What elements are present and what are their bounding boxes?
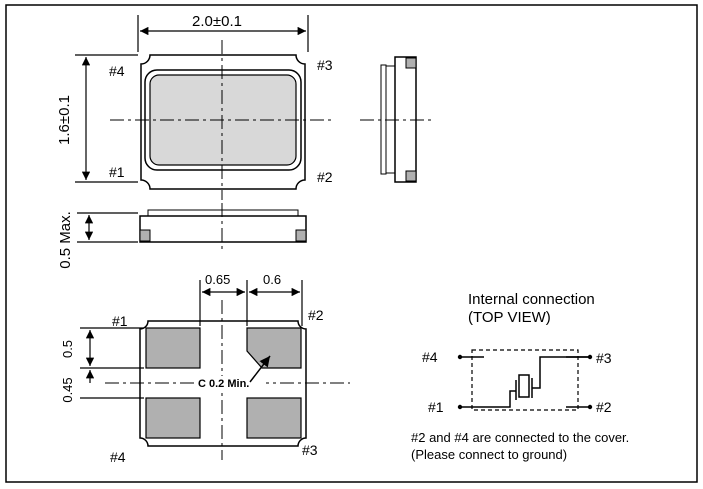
side-view-front: 0.5 Max. bbox=[57, 203, 307, 269]
ic-pin1-label: #1 bbox=[428, 399, 444, 415]
pad-height-bottom-label: 0.45 bbox=[60, 377, 75, 402]
top-view: 2.0±0.1 1.6±0.1 #4 #3 #1 #2 bbox=[56, 13, 335, 200]
crystal-lead-right bbox=[532, 356, 590, 389]
chamfer-label: C 0.2 Min. bbox=[198, 378, 249, 390]
ground-note: (Please connect to ground) bbox=[411, 447, 567, 462]
dot-pin1 bbox=[457, 404, 463, 410]
ic-pin2-label: #2 bbox=[596, 399, 612, 415]
top-pin1-label: #1 bbox=[109, 164, 125, 180]
crystal-element-icon bbox=[518, 374, 530, 398]
front-pad-right bbox=[295, 229, 307, 242]
front-body bbox=[139, 215, 307, 243]
pitch-left-label: 0.65 bbox=[205, 272, 230, 287]
internal-connection: Internal connection (TOP VIEW) #4 #3 #1 … bbox=[411, 291, 629, 462]
crystal-lead-left bbox=[460, 390, 516, 408]
fp-pin1-label: #1 bbox=[112, 313, 128, 329]
pad-3 bbox=[246, 397, 302, 439]
drawing-border bbox=[5, 4, 698, 483]
front-pad-left bbox=[139, 229, 151, 242]
side-pad-bottom bbox=[405, 170, 417, 182]
top-pin2-label: #2 bbox=[317, 169, 333, 185]
top-pin3-label: #3 bbox=[317, 57, 333, 73]
side-view-right bbox=[360, 56, 432, 183]
fp-pin2-label: #2 bbox=[308, 307, 324, 323]
chamfer-arrow bbox=[249, 355, 271, 383]
top-pin4-label: #4 bbox=[109, 63, 125, 79]
thickness-label: 0.5 Max. bbox=[57, 211, 74, 269]
dot-pin2 bbox=[587, 404, 593, 410]
ic-pin4-label: #4 bbox=[422, 349, 438, 365]
ic-pin3-label: #3 bbox=[596, 350, 612, 366]
height-dimension-label: 1.6±0.1 bbox=[56, 95, 73, 145]
pad-height-top-label: 0.5 bbox=[60, 340, 75, 358]
dot-pin4 bbox=[457, 354, 463, 360]
cover-note: #2 and #4 are connected to the cover. bbox=[411, 430, 629, 445]
pitch-right-label: 0.6 bbox=[263, 272, 281, 287]
fp-pin4-label: #4 bbox=[110, 449, 126, 465]
width-dimension-label: 2.0±0.1 bbox=[192, 13, 242, 30]
internal-title: Internal connection bbox=[468, 291, 595, 308]
cover-outline bbox=[471, 349, 579, 411]
front-lid bbox=[147, 209, 299, 217]
fp-pin3-label: #3 bbox=[302, 442, 318, 458]
side-pad-top bbox=[405, 57, 417, 69]
pad-1 bbox=[145, 327, 201, 369]
footprint-view: C 0.2 Min. 0.65 0.6 0.5 0.45 #1 #2 #4 #3 bbox=[60, 272, 350, 465]
chamfer-label-bg bbox=[196, 376, 266, 390]
internal-subtitle: (TOP VIEW) bbox=[468, 309, 551, 326]
pad-4 bbox=[145, 397, 201, 439]
